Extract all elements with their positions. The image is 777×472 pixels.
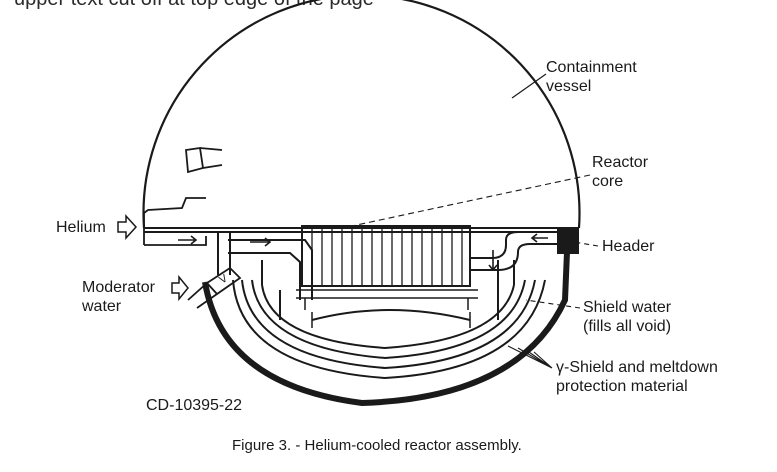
moderator-inlet-arrow-icon bbox=[171, 274, 189, 302]
label-gamma-shield: γ-Shield and meltdown protection materia… bbox=[556, 359, 718, 395]
moderator-valve-mark: V bbox=[217, 272, 230, 286]
label-helium: Helium bbox=[56, 219, 106, 236]
inlet-plenum-pipe bbox=[217, 232, 313, 300]
moderator-water-inlet bbox=[187, 266, 242, 309]
label-header: Header bbox=[602, 238, 655, 255]
lower-support-dish bbox=[311, 309, 471, 321]
leader-shield-water bbox=[525, 299, 581, 309]
leader-header bbox=[561, 239, 599, 247]
header-flow-arrow bbox=[530, 233, 548, 243]
drawing-number: CD-10395-22 bbox=[146, 397, 243, 414]
leader-containment bbox=[511, 73, 547, 99]
reactor-core-block bbox=[296, 225, 478, 310]
upper-nozzle bbox=[185, 146, 223, 174]
shield-layer-2 bbox=[241, 279, 536, 370]
label-shield-water: Shield water (fills all void) bbox=[583, 299, 672, 335]
shield-layer-4 bbox=[261, 284, 515, 350]
leader-reactor-core bbox=[351, 174, 591, 227]
core-flow-arrow bbox=[488, 250, 498, 272]
core-support-grid bbox=[296, 289, 478, 310]
label-moderator-water: Moderator water bbox=[82, 279, 155, 315]
figure-caption: Figure 3. - Helium-cooled reactor assemb… bbox=[232, 437, 522, 454]
label-containment-vessel: Containment vessel bbox=[546, 59, 637, 95]
core-fuel-channels bbox=[311, 226, 463, 286]
outlet-pipe bbox=[470, 231, 557, 271]
helium-flow-arrow-1 bbox=[178, 235, 198, 245]
label-reactor-core: Reactor core bbox=[592, 154, 649, 190]
shield-layer-1 bbox=[232, 279, 546, 380]
shield-layer-3 bbox=[251, 279, 526, 360]
leader-gamma-shield bbox=[507, 345, 553, 369]
shield-inner-walls bbox=[261, 260, 515, 320]
containment-vessel-lower-wall bbox=[202, 227, 571, 407]
cropped-top-text-line: upper text cut off at top edge of the pa… bbox=[14, 0, 374, 11]
helium-inlet-arrow-icon bbox=[117, 214, 138, 240]
containment-vessel-dome bbox=[142, 0, 581, 229]
cropped-top-text: upper text cut off at top edge of the pa… bbox=[0, 0, 777, 30]
helium-inlet-pipe bbox=[143, 197, 207, 246]
